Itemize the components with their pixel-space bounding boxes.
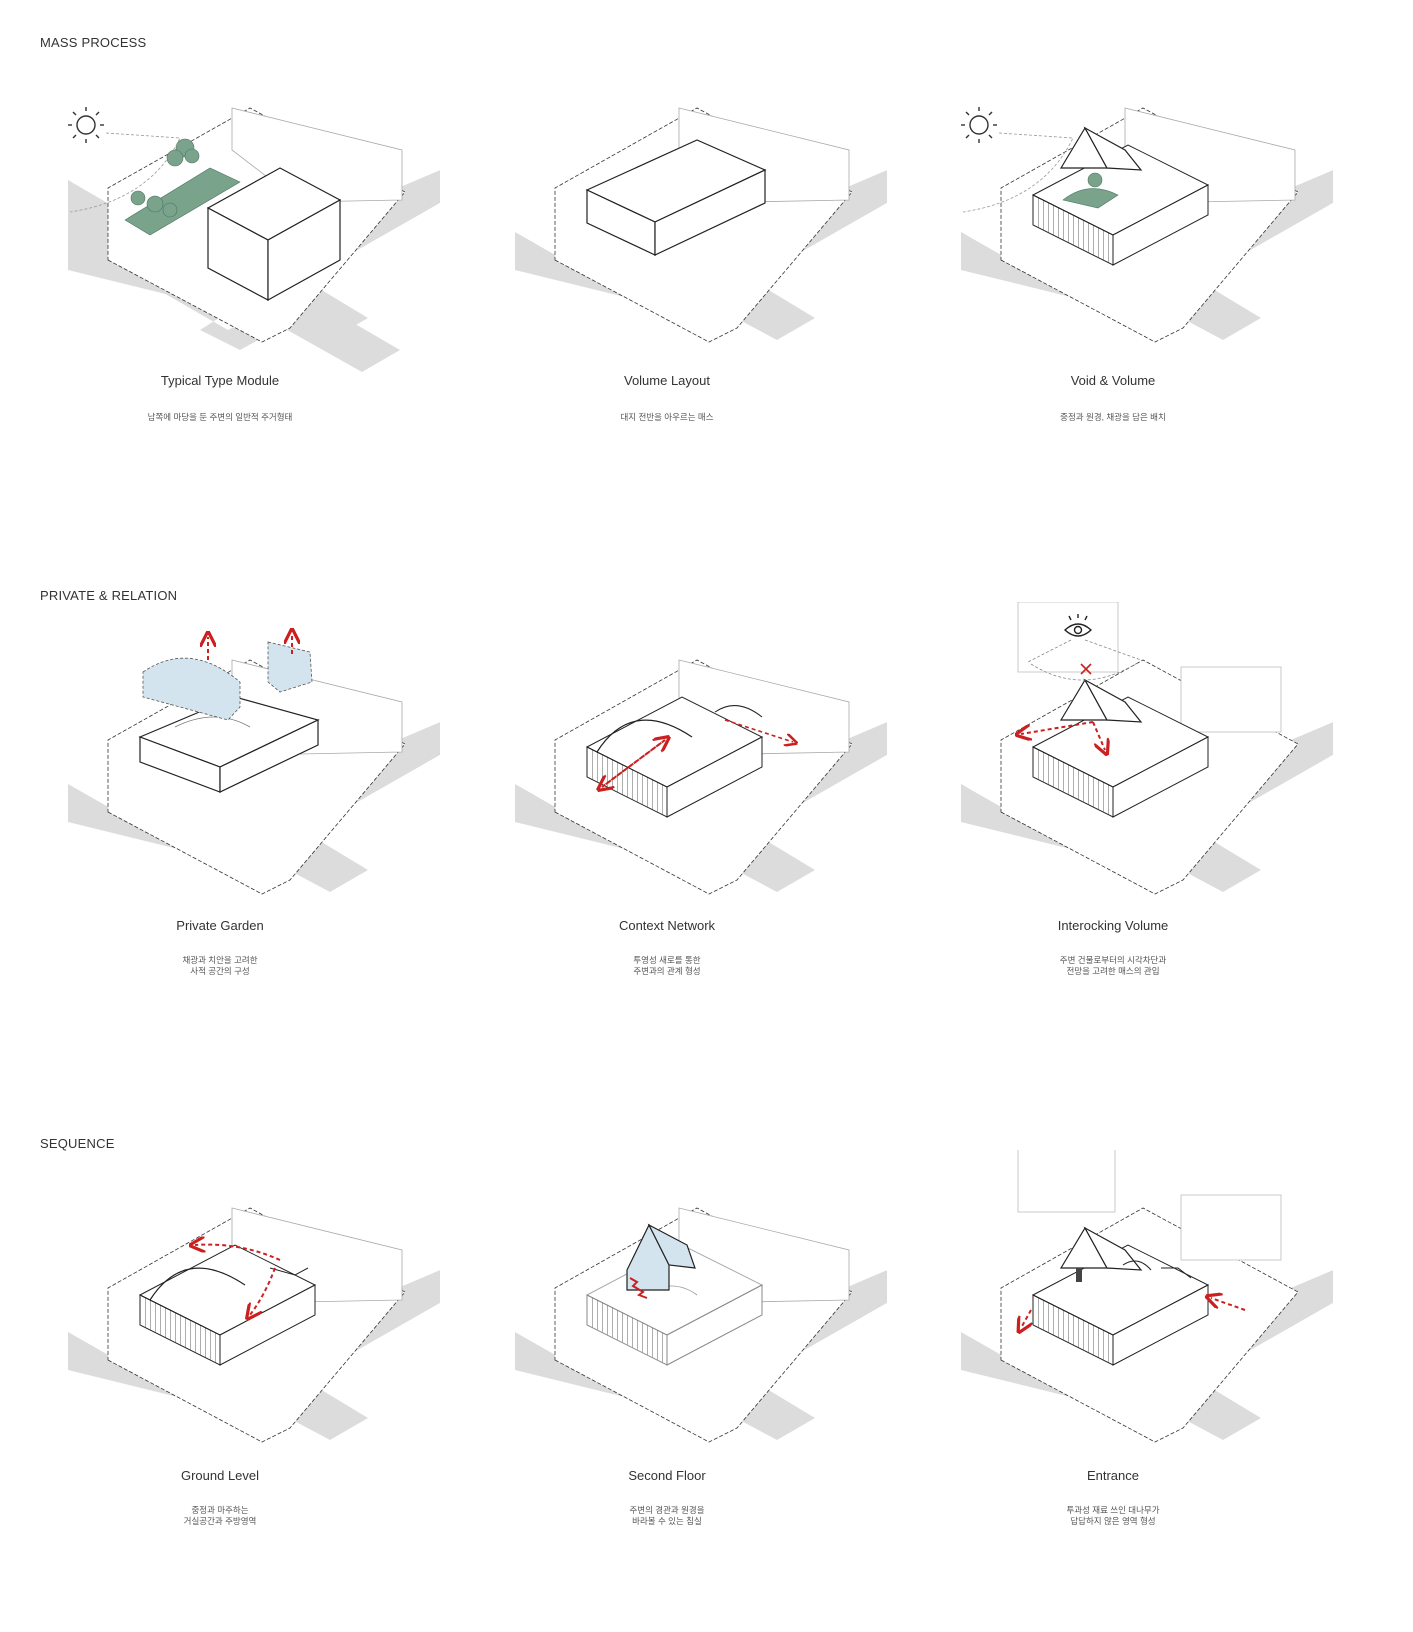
panel-title: Entrance [1086, 1468, 1140, 1483]
panel-second-floor: Second Floor 주변의 경관과 원경을 바라볼 수 있는 침실 [447, 1150, 887, 1620]
site-diagram [68, 1207, 440, 1443]
panel-desc: 주변의 경관과 원경을 바라볼 수 있는 침실 [629, 1505, 705, 1526]
panel-interocking-volume: Interocking Volume 주변 건물로부터의 시각차단과 전망을 고… [893, 602, 1333, 1072]
site-diagram [961, 1150, 1333, 1443]
panel-title: Void & Volume [1070, 373, 1156, 388]
panel-entrance: Entrance 투과성 재료 쓰인 대나무가 답답하지 않은 영역 형성 [893, 1150, 1333, 1620]
panel-desc: 투과성 재료 쓰인 대나무가 답답하지 않은 영역 형성 [1066, 1505, 1160, 1526]
section-title-mass-process: MASS PROCESS [40, 35, 147, 50]
panel-title: Volume Layout [623, 373, 710, 388]
sun-icon [68, 107, 104, 143]
site-diagram [515, 1207, 887, 1443]
eye-icon [1063, 614, 1093, 637]
panel-title: Interocking Volume [1057, 918, 1169, 933]
panel-volume-layout: Volume Layout 대지 전반을 아우르는 매스 [447, 50, 887, 520]
panel-void-volume: Void & Volume 중정과 원경, 채광을 담은 배치 [893, 50, 1333, 520]
close-icon [1080, 663, 1092, 675]
site-diagram [961, 602, 1333, 895]
panel-ground-level: Ground Level 중정과 마주하는 거실공간과 주방영역 [0, 1150, 440, 1620]
site-diagram [68, 602, 440, 895]
panel-typical-type-module: Typical Type Module 남쪽에 마당을 둔 주변의 일반적 주거… [0, 50, 440, 520]
panel-desc: 대지 전반을 아우르는 매스 [620, 412, 714, 422]
panel-context-network: Context Network 투영성 새로를 통한 주변과의 관계 형성 [447, 602, 887, 1072]
panel-desc: 주변 건물로부터의 시각차단과 전망을 고려한 매스의 관입 [1059, 955, 1167, 976]
section-title-sequence: SEQUENCE [40, 1136, 115, 1151]
section-title-private-relation: PRIVATE & RELATION [40, 588, 178, 603]
panel-title: Context Network [618, 918, 716, 933]
panel-desc: 남쪽에 마당을 둔 주변의 일반적 주거형태 [147, 412, 293, 422]
panel-title: Typical Type Module [160, 373, 280, 388]
sun-icon [961, 107, 997, 143]
panel-desc: 중정과 마주하는 거실공간과 주방영역 [183, 1505, 257, 1526]
panel-private-garden: Private Garden 채광과 치안을 고려한 사적 공간의 구성 [0, 602, 440, 1072]
site-diagram [961, 107, 1333, 343]
site-diagram [515, 659, 887, 895]
panel-desc: 투영성 새로를 통한 주변과의 관계 형성 [633, 955, 701, 976]
panel-title: Second Floor [628, 1468, 706, 1483]
site-diagram [68, 107, 440, 372]
tree-icon [130, 138, 200, 218]
panel-desc: 중정과 원경, 채광을 담은 배치 [1060, 412, 1166, 422]
site-diagram [515, 107, 887, 343]
panel-title: Private Garden [176, 918, 264, 933]
panel-title: Ground Level [180, 1468, 260, 1483]
panel-desc: 채광과 치안을 고려한 사적 공간의 구성 [182, 955, 258, 976]
